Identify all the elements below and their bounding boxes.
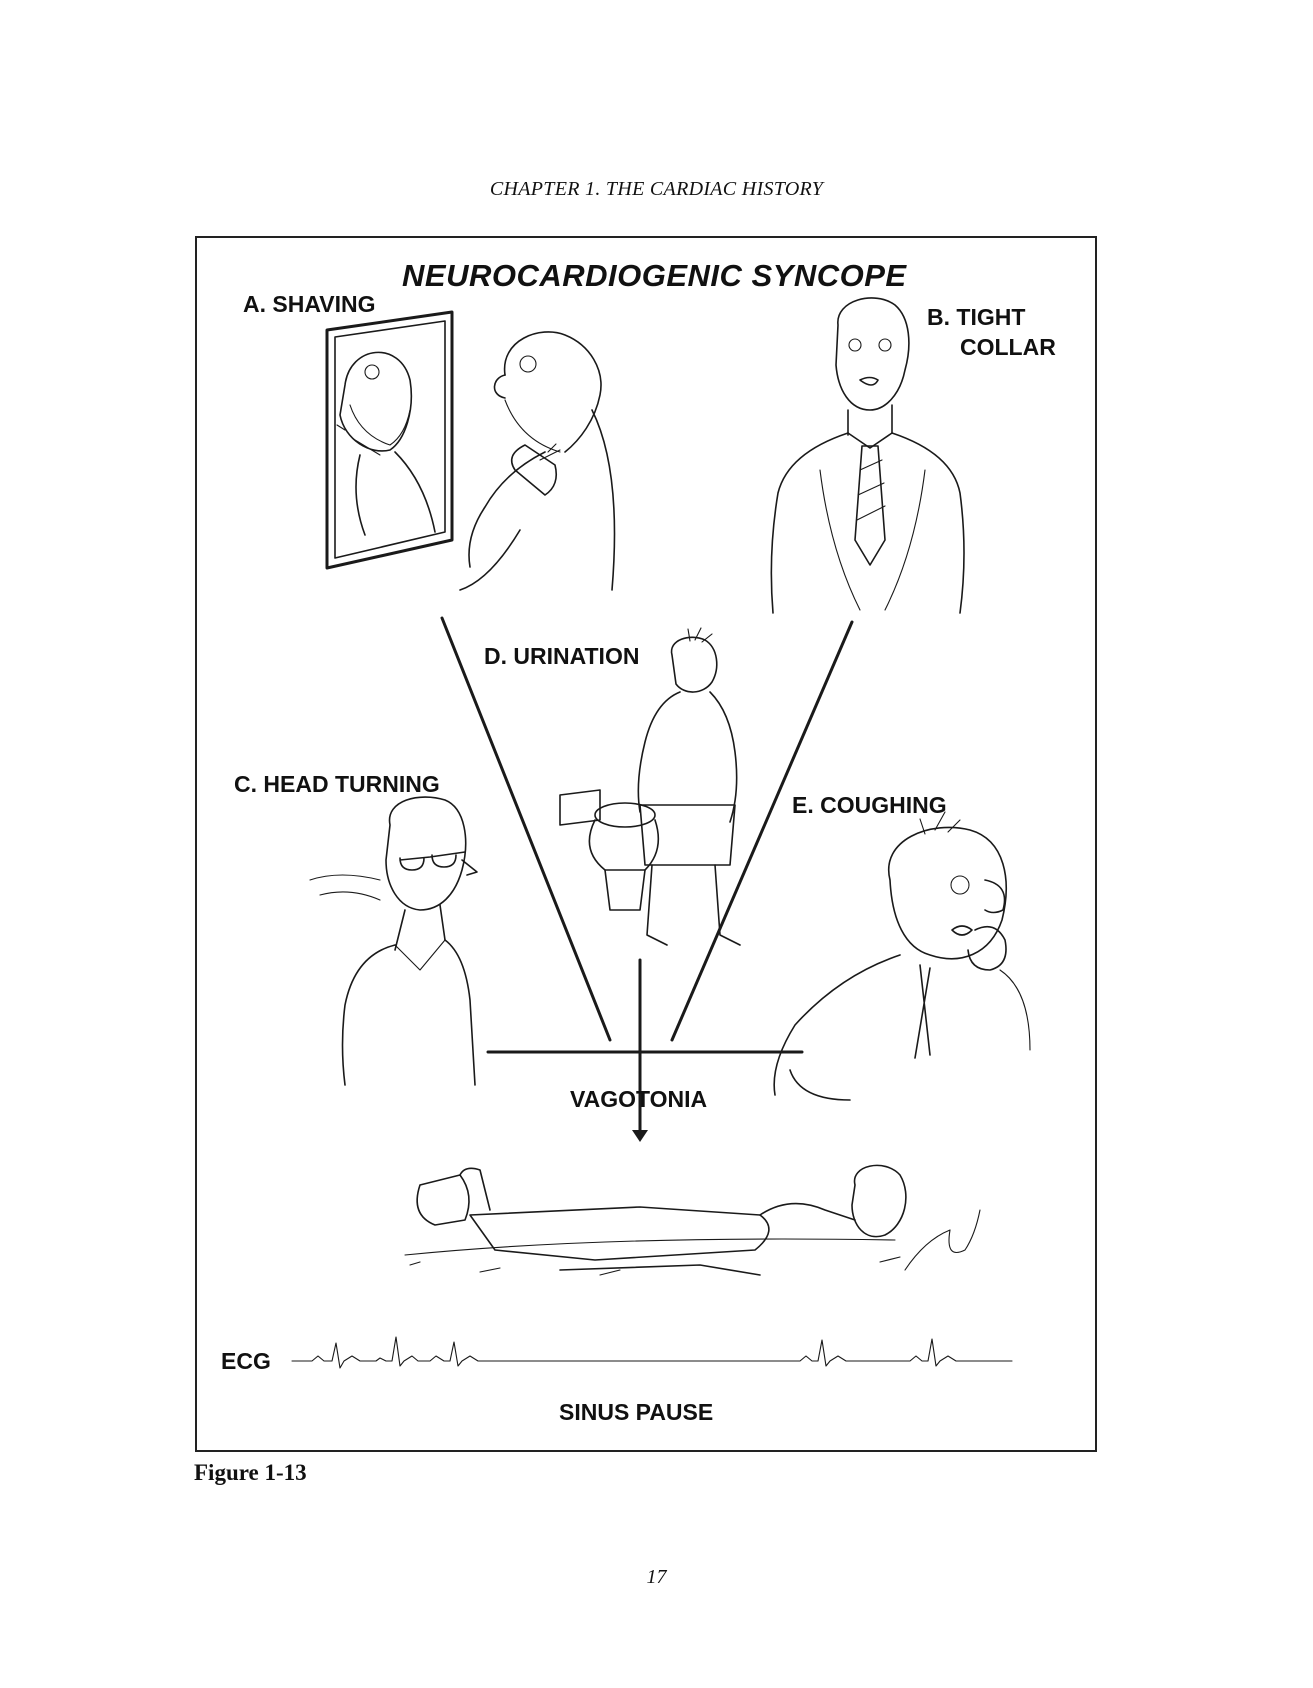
label-urination: D. URINATION [484, 643, 640, 669]
tight-collar-man-illustration [770, 297, 965, 614]
label-shaving: A. SHAVING [243, 291, 376, 317]
label-coughing: E. COUGHING [792, 792, 947, 818]
running-head: CHAPTER 1. THE CARDIAC HISTORY [489, 178, 824, 200]
fainted-man-illustration [404, 1164, 981, 1276]
label-vagotonia: VAGOTONIA [570, 1086, 708, 1112]
shaving-man-illustration [459, 331, 616, 591]
mirror-illustration [325, 310, 454, 570]
figure-frame [195, 236, 1097, 1452]
diagram-title: NEUROCARDIOGENIC SYNCOPE [402, 258, 907, 293]
urination-man-illustration [559, 627, 741, 946]
convergence-lines [440, 616, 854, 1142]
label-tight-collar-line1: B. TIGHT [927, 304, 1026, 330]
figure-caption: Figure 1-13 [194, 1460, 307, 1485]
label-head-turning: C. HEAD TURNING [234, 771, 440, 797]
page-number: 17 [646, 1566, 667, 1588]
coughing-man-illustration [773, 811, 1031, 1101]
label-sinus-pause: SINUS PAUSE [559, 1399, 714, 1425]
ecg-trace [291, 1336, 1013, 1369]
label-tight-collar-line2: COLLAR [960, 334, 1056, 360]
head-turning-man-illustration [309, 796, 478, 1086]
label-ecg: ECG [221, 1348, 271, 1374]
